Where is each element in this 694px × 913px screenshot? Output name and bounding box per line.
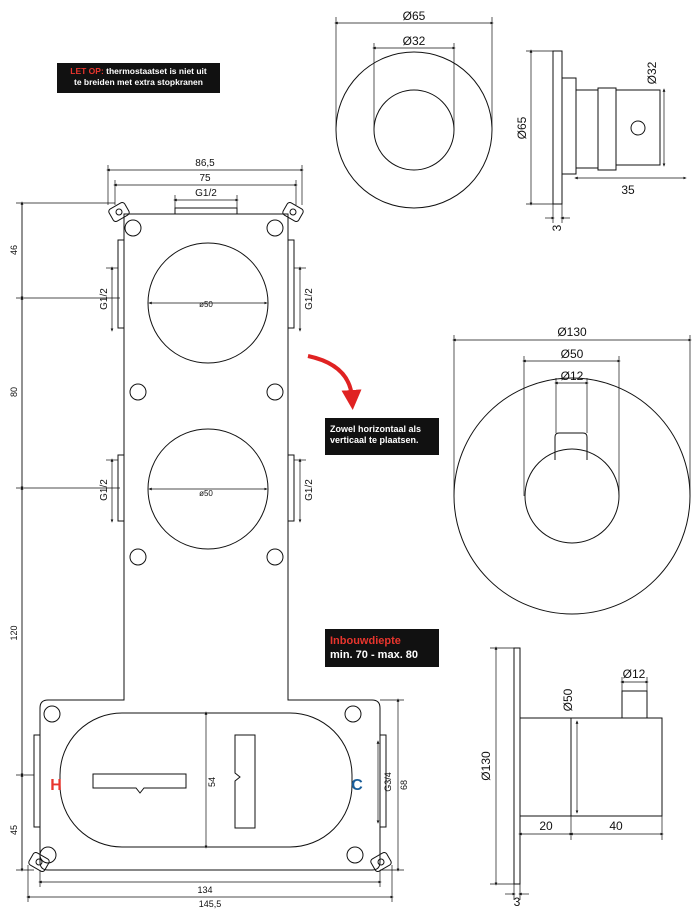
dim-hole-bottom: ø50: [199, 489, 213, 498]
dim-side-body: Ø50: [561, 688, 575, 711]
dim-side-spindle: Ø12: [623, 667, 646, 681]
dim-side-depth-b: 40: [609, 819, 623, 833]
mounting-hole: [129, 548, 147, 566]
dim-knob-side-height: Ø65: [515, 116, 529, 139]
dim-bottom-inner: 134: [197, 885, 212, 895]
dim-rosette-spindle: Ø12: [561, 369, 584, 383]
dim-top-inner: 75: [199, 173, 211, 184]
dim-rosette-outer: Ø130: [557, 325, 587, 339]
plate-tab: [370, 852, 392, 872]
mounting-hole: [266, 219, 284, 237]
dim-height-bottom: 45: [9, 825, 19, 835]
dim-bottom-outer: 145,5: [199, 899, 222, 909]
dim-knob-inner: Ø32: [403, 34, 426, 48]
large-side-view: [490, 646, 664, 900]
side-connector: [33, 734, 41, 828]
dim-outlet-thread: G3/4: [383, 772, 393, 792]
mounting-hole: [344, 705, 362, 723]
small-knob-front-labels: Ø65 Ø32: [403, 9, 426, 48]
dim-knob-side-diameter: Ø32: [645, 61, 659, 84]
dim-side-depth-a: 20: [539, 819, 553, 833]
mounting-hole: [266, 383, 284, 401]
dim-rosette-middle: Ø50: [561, 347, 584, 361]
mixer-slot-horizontal: [92, 773, 187, 794]
dim-knob-outer: Ø65: [403, 9, 426, 23]
valve-hole-bottom: [147, 428, 269, 550]
mounting-hole: [346, 846, 364, 864]
dim-height-mid: 80: [9, 387, 19, 397]
warning-line2: te breiden met extra stopkranen: [74, 76, 203, 87]
depth-value: min. 70 - max. 80: [330, 648, 419, 661]
rotation-arrow: [307, 354, 362, 410]
small-knob-side: [526, 49, 687, 223]
orientation-line1: Zowel horizontaal als: [330, 424, 422, 434]
plate-dimensions: [16, 165, 404, 902]
dim-height-top: 46: [9, 245, 19, 255]
plate-outline: [39, 213, 381, 871]
hot-label: H: [50, 777, 62, 794]
plate-tab: [108, 202, 130, 222]
plate-tab: [28, 852, 50, 872]
dim-top-outer: 86,5: [195, 158, 215, 169]
warning-note: LET OP: thermostaatset is niet uit te br…: [57, 63, 220, 93]
side-connector: [117, 239, 125, 329]
mounting-hole: [39, 846, 57, 864]
dim-top-thread: G1/2: [195, 188, 217, 199]
mounting-hole: [43, 705, 61, 723]
mounting-hole: [266, 548, 284, 566]
dim-side-thread-2: G1/2: [304, 288, 315, 310]
mounting-hole: [129, 383, 147, 401]
valve-hole-top: [147, 242, 269, 364]
large-rosette-front: [452, 335, 692, 615]
dim-box-depth: 54: [207, 777, 217, 787]
orientation-note: Zowel horizontaal als verticaal te plaat…: [325, 418, 439, 455]
warning-line1: thermostaatset is niet uit: [103, 66, 207, 76]
side-connector: [287, 239, 295, 329]
dim-side-height: Ø130: [479, 751, 493, 781]
mounting-hole: [124, 219, 142, 237]
dim-side-thread-3: G1/2: [99, 479, 110, 501]
plate-tab: [282, 202, 304, 222]
dim-side-thread-4: G1/2: [304, 479, 315, 501]
warning-prefix: LET OP:: [70, 66, 104, 76]
large-rosette-labels: Ø130 Ø50 Ø12: [557, 325, 587, 383]
mixer-slot-vertical: [234, 734, 256, 829]
plate-dimension-labels: 86,5 75 G1/2 G1/2 G1/2 G1/2 G1/2 ø50 ø50…: [9, 158, 409, 909]
dim-side-plate: 3: [514, 895, 521, 909]
orientation-line2: verticaal te plaatsen.: [330, 435, 419, 446]
small-knob-front: [334, 17, 494, 209]
dim-hole-top: ø50: [199, 300, 213, 309]
large-side-labels: Ø130 Ø50 Ø12 20 40 3: [479, 667, 646, 909]
depth-note: Inbouwdiepte min. 70 - max. 80: [325, 629, 439, 667]
side-connector: [379, 734, 387, 828]
top-outlet: [174, 207, 238, 215]
small-knob-side-labels: Ø65 Ø32 35 3: [515, 61, 659, 231]
depth-title: Inbouwdiepte: [330, 635, 401, 647]
dim-height-low: 120: [9, 625, 19, 640]
dim-knob-length: 35: [621, 183, 635, 197]
cold-label: C: [351, 777, 363, 794]
side-connector: [287, 454, 295, 522]
dim-knob-plate: 3: [550, 224, 564, 231]
dim-box-height: 68: [399, 780, 409, 790]
dim-side-thread-1: G1/2: [99, 288, 110, 310]
